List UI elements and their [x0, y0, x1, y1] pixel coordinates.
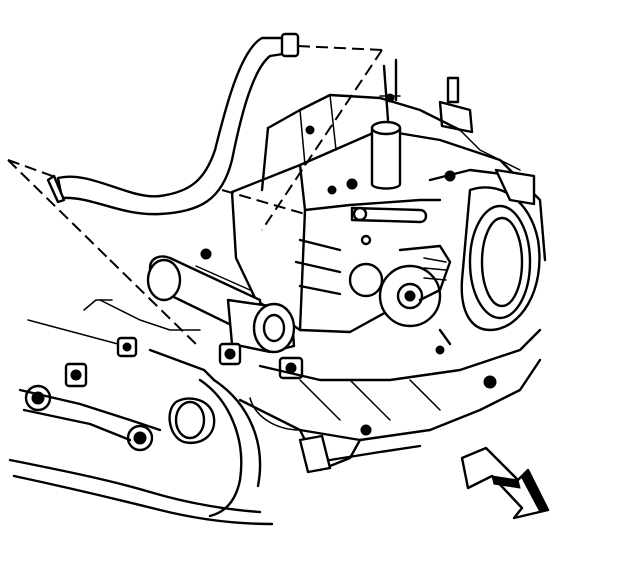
mounting-bolts — [24, 93, 497, 452]
leader-lines — [7, 45, 383, 349]
lower-engine-front — [8, 299, 542, 526]
upper-coolant-hose — [46, 32, 300, 216]
throttle-body — [378, 168, 541, 346]
thermostat-housing — [146, 255, 296, 354]
front-direction-arrow-icon — [460, 446, 550, 520]
intake-manifold — [230, 58, 547, 334]
